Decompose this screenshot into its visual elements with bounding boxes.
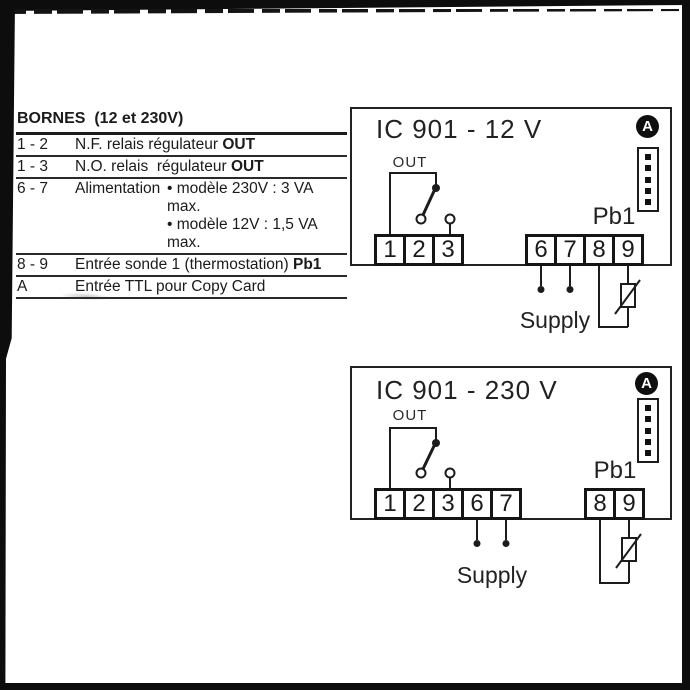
ttl-connector-icon: [637, 398, 659, 463]
description-bold: OUT: [222, 136, 256, 153]
copy-card-badge-label: A: [641, 375, 652, 392]
model-230v-detail: • modèle 230V : 3 VA max.: [167, 180, 313, 215]
description-text: N.F. relais régulateur: [75, 136, 223, 153]
description-bold: Pb1: [292, 256, 322, 273]
supply-wires: [473, 520, 510, 547]
terminal-description: Entrée sonde 1 (thermostation) Pb1: [75, 256, 347, 274]
probe-thermistor-symbol: [599, 520, 642, 584]
terminal-cell: 7: [554, 234, 586, 266]
probe-label: Pb1: [593, 457, 637, 484]
scan-artifact-dashes: [0, 9, 690, 14]
connector-pin: [645, 187, 651, 194]
connector-pin: [645, 438, 651, 445]
table-row: A Entrée TTL pour Copy Card: [16, 277, 347, 299]
device-outline: [350, 107, 672, 266]
table-row: 1 - 2 N.F. relais régulateur OUT: [16, 135, 347, 157]
table-row: 8 - 9 Entrée sonde 1 (thermostation) Pb1: [16, 255, 347, 277]
relay-out-label: OUT: [392, 407, 428, 424]
connector-pin: [645, 165, 651, 172]
terminal-description: Alimentation: [75, 180, 161, 197]
terminal-code: 6 - 7: [17, 180, 49, 197]
description-text: Entrée sonde 1 (thermostation): [75, 256, 293, 273]
wiring-lines: [389, 172, 641, 328]
terminal-cell: 8: [583, 234, 615, 266]
terminal-cell: 6: [525, 234, 557, 266]
supply-wires: [537, 266, 574, 293]
relay-switch-symbol: [389, 427, 456, 488]
terminal-block-probe: 8 9: [584, 488, 645, 520]
terminal-cell: 1: [374, 488, 406, 520]
relay-out-label: OUT: [392, 154, 428, 171]
supply-label: Supply: [456, 562, 528, 588]
table-row: 6 - 7 Alimentation • modèle 230V : 3 VA …: [16, 179, 347, 255]
probe-thermistor-symbol: [598, 266, 641, 328]
terminal-code: 8 - 9: [17, 256, 49, 273]
connector-pin: [645, 405, 651, 411]
wiring-diagram-12v: IC 901 - 12 V A OUT: [350, 107, 672, 345]
connector-pin: [645, 416, 651, 423]
terminal-code: 1 - 3: [17, 158, 49, 175]
diagram-title: IC 901 - 12 V: [376, 114, 543, 144]
connector-pin: [645, 450, 651, 456]
bornes-table: BORNES (12 et 230V) 1 - 2 N.F. relais ré…: [16, 110, 347, 299]
copy-card-badge-label: A: [642, 118, 653, 135]
terminal-description: N.O. relais régulateur OUT: [75, 158, 347, 176]
terminal-code: 1 - 2: [17, 136, 49, 153]
terminal-cell: 2: [403, 234, 435, 266]
connector-pin: [645, 176, 651, 183]
relay-switch-symbol: [389, 172, 456, 234]
connector-pin: [645, 154, 651, 160]
terminal-block-supply-probe: 6 7 8 9: [525, 234, 644, 266]
terminal-cell: 9: [612, 234, 644, 266]
terminal-cell: 3: [432, 488, 464, 520]
terminal-description: N.F. relais régulateur OUT: [75, 136, 347, 154]
description-bold: OUT: [230, 158, 264, 175]
terminal-cell: 1: [374, 234, 406, 266]
description-text: N.O. relais régulateur: [75, 158, 231, 175]
table-row: 1 - 3 N.O. relais régulateur OUT: [16, 157, 347, 179]
terminal-cell: 9: [613, 488, 645, 520]
copy-card-badge: A: [635, 372, 658, 395]
table-header: BORNES (12 et 230V): [16, 110, 347, 135]
supply-label: Supply: [519, 307, 591, 333]
probe-label: Pb1: [592, 203, 636, 230]
wiring-diagram-230v: IC 901 - 230 V A OUT: [350, 366, 672, 596]
connector-pin: [645, 199, 651, 205]
description-text: Entrée TTL pour Copy Card: [75, 278, 266, 295]
terminal-cell: 7: [490, 488, 522, 520]
power-model-details: • modèle 230V : 3 VA max. • modèle 12V :…: [167, 180, 347, 252]
terminal-code: A: [17, 278, 28, 295]
copy-card-badge: A: [636, 115, 659, 138]
connector-pin: [645, 427, 651, 434]
terminal-cell: 3: [432, 234, 464, 266]
model-12v-detail: • modèle 12V : 1,5 VA max.: [167, 216, 317, 251]
scan-border-bottom: [0, 683, 690, 690]
terminal-cell: 8: [584, 488, 616, 520]
terminal-description: Entrée TTL pour Copy Card: [75, 278, 347, 296]
terminal-cell: 2: [403, 488, 435, 520]
scan-border-top: [0, 0, 690, 11]
terminal-cell: 6: [461, 488, 493, 520]
wiring-lines: [389, 427, 642, 584]
diagram-title: IC 901 - 230 V: [376, 375, 558, 405]
terminal-block-relay-supply: 1 2 3 6 7: [374, 488, 522, 520]
terminal-block-relay: 1 2 3: [374, 234, 464, 266]
ttl-connector-icon: [637, 147, 659, 212]
scan-border-right: [682, 0, 690, 690]
scan-border-left: [0, 0, 15, 690]
